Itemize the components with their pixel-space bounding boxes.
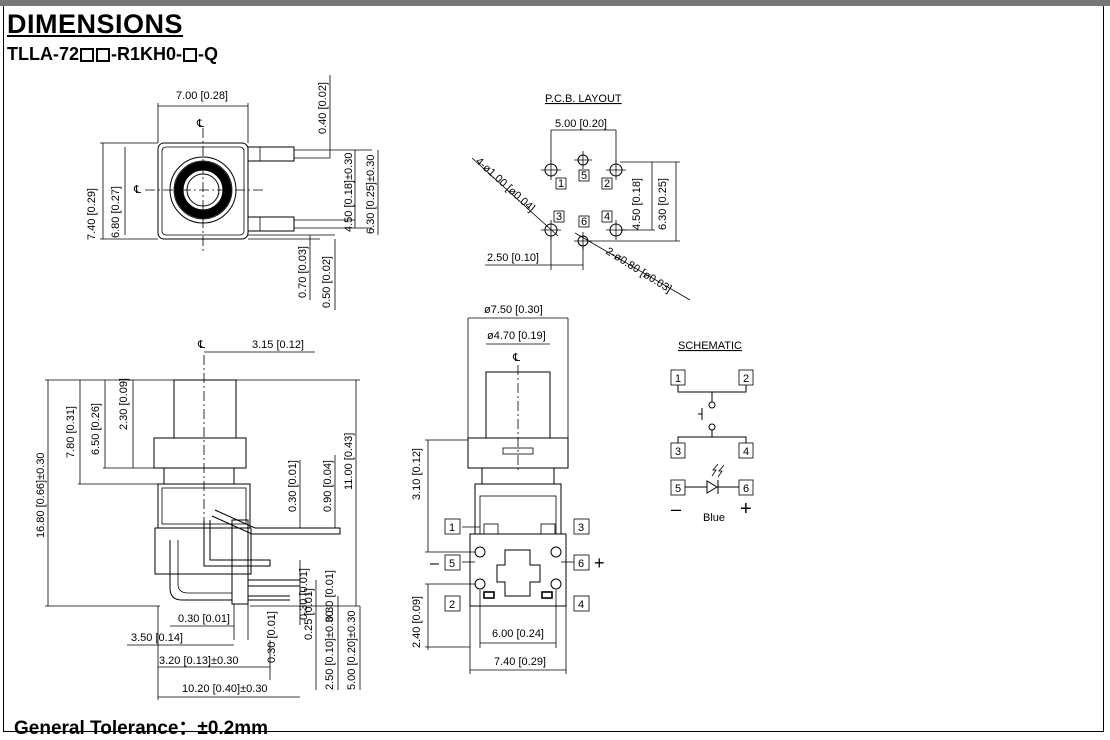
front-dia-outer-dim: ø7.50 [0.30] [484, 304, 543, 316]
side-h3-dim: 2.30 [0.09] [118, 378, 130, 430]
part-number: TLLA-72 -R1KH0- -Q [7, 44, 218, 65]
pcb-holes [541, 151, 626, 250]
side-t-bottom-dim: 0.30 [0.01] [178, 613, 230, 625]
front-pin-6: 6 [578, 558, 584, 570]
front-pin-2: 2 [449, 599, 455, 611]
schematic-plus: + [740, 498, 752, 520]
schematic-pin-2: 2 [743, 373, 749, 385]
top-gap-a-dim: 0.70 [0.03] [297, 246, 309, 298]
front-dia-inner-dim: ø4.70 [0.19] [487, 330, 546, 342]
side-t3-dim: 0.30 [0.01] [298, 568, 310, 620]
schematic: SCHEMATIC 1 2 3 4 5 6 – Blue + [670, 340, 754, 524]
front-w-inner-dim: 6.00 [0.24] [492, 628, 544, 640]
top-center-mark: ℄ [196, 118, 204, 130]
pcb-hole-big-dim: 4-ø1.00 [ø0.04] [473, 155, 537, 214]
schematic-pin-5: 5 [675, 483, 681, 495]
pcb-offset-x-dim: 2.50 [0.10] [487, 252, 539, 264]
front-plus: + [594, 553, 605, 573]
front-pin-4: 4 [578, 599, 584, 611]
side-t5-dim: 0.25 [0.01] [303, 588, 315, 640]
schematic-pin-4: 4 [743, 446, 749, 458]
top-height-outer-dim: 7.40 [0.29] [86, 188, 98, 240]
top-width-dim: 7.00 [0.28] [176, 90, 228, 102]
schematic-title: SCHEMATIC [678, 340, 742, 352]
part-option-box [183, 47, 198, 62]
schematic-pin-6: 6 [743, 483, 749, 495]
top-gap-b-dim: 0.50 [0.02] [321, 256, 333, 308]
front-view: ø7.50 [0.30] ø4.70 [0.19] ℄ 1 5 – 2 3 6 … [411, 304, 605, 674]
part-mid: -R1KH0- [111, 44, 183, 64]
pcb-pin-2: 2 [604, 178, 610, 190]
general-tolerance: General Tolerance：±0.2mm [14, 718, 269, 739]
front-minus: – [430, 555, 439, 572]
pcb-hole-small-dim: 2-ø0.80 [ø0.03] [603, 245, 673, 295]
front-h-bottom-dim: 2.40 [0.09] [411, 596, 423, 648]
front-pin-1: 1 [449, 522, 455, 534]
front-w-outer-dim: 7.40 [0.29] [494, 656, 546, 668]
part-option-box [80, 47, 94, 62]
front-pin-3: 3 [578, 522, 584, 534]
pcb-pitch-y-b-dim: 6.30 [0.25] [657, 178, 669, 230]
side-t4b-dim: 0.30 [0.01] [266, 611, 278, 663]
top-view: 7.00 [0.28] ℄ ℄ 7.40 [0.29] 6.80 [0.27] … [86, 75, 379, 310]
side-view: ℄ 3.15 [0.12] 16.80 [0.66]±0.30 7.80 [0.… [35, 339, 361, 700]
pcb-pitch-y-a-dim: 4.50 [0.18] [631, 178, 643, 230]
part-option-box [96, 47, 110, 62]
side-total-height-dim: 16.80 [0.66]±0.30 [35, 452, 47, 538]
side-b1-dim: 2.50 [0.10]±0.30 [324, 611, 336, 690]
pcb-pin-4: 4 [604, 211, 610, 223]
front-pin-5: 5 [449, 558, 455, 570]
front-h-top-dim: 3.10 [0.12] [411, 448, 423, 500]
side-h1-dim: 7.80 [0.31] [65, 406, 77, 458]
schematic-minus: – [671, 499, 681, 519]
page-title: DIMENSIONS [7, 9, 184, 39]
pcb-pin-1: 1 [558, 178, 564, 190]
pcb-pitch-x-dim: 5.00 [0.20] [555, 118, 607, 130]
side-w2-dim: 3.20 [0.13]±0.30 [159, 655, 238, 667]
side-h2-dim: 6.50 [0.26] [90, 403, 102, 455]
top-pin-offset-dim: 0.40 [0.02] [317, 82, 329, 134]
side-w1-dim: 3.50 [0.14] [131, 632, 183, 644]
side-b2-dim: 5.00 [0.20]±0.30 [346, 611, 358, 690]
top-pin-span-a-dim: 4.50 [0.18]±0.30 [343, 153, 355, 232]
schematic-pin-3: 3 [675, 446, 681, 458]
side-center-mark: ℄ [197, 339, 205, 351]
top-center-mark-side: ℄ [133, 184, 141, 196]
pcb-pin-6: 6 [581, 216, 587, 228]
drawing-frame [3, 6, 1104, 732]
top-pin-span-b-dim: 6.30 [0.25]±0.30 [365, 155, 377, 234]
side-h4-dim: 11.00 [0.43] [343, 433, 355, 490]
side-t2-dim: 0.90 [0.04] [322, 460, 334, 512]
top-height-inner-dim: 6.80 [0.27] [110, 186, 122, 238]
pcb-layout: P.C.B. LAYOUT 5.00 [0.20] 1 2 3 4 5 6 4-… [471, 93, 691, 301]
front-center-mark: ℄ [512, 352, 520, 364]
side-offset-dim: 3.15 [0.12] [252, 339, 304, 351]
side-t1-dim: 0.30 [0.01] [287, 460, 299, 512]
led-color-label: Blue [703, 512, 725, 524]
side-w3-dim: 10.20 [0.40]±0.30 [182, 683, 268, 695]
side-t4-dim: 0.30 [0.01] [324, 570, 336, 622]
part-prefix: TLLA-72 [7, 44, 79, 64]
schematic-pin-1: 1 [675, 373, 681, 385]
part-suffix: -Q [198, 44, 219, 64]
pcb-pin-5: 5 [581, 170, 587, 182]
pcb-pin-3: 3 [556, 211, 562, 223]
pcb-title: P.C.B. LAYOUT [545, 93, 622, 105]
window-top-bar [0, 0, 1110, 6]
